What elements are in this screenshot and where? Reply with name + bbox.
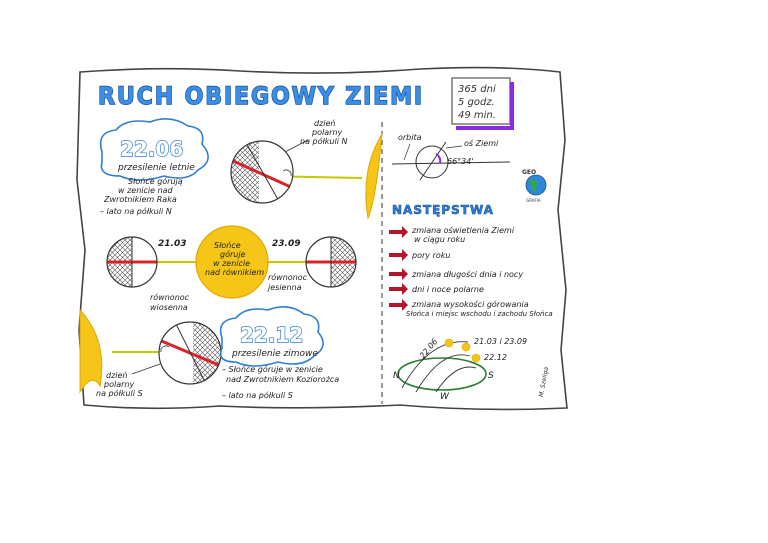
consequence-item: Słońca i miejsc wschodu i zachodu Słońca <box>406 310 553 318</box>
consequences-heading: NASTĘPSTWA <box>392 203 494 217</box>
summer-desc-1: Słońce górują <box>128 176 183 186</box>
period-hours: 5 godz. <box>458 97 495 108</box>
earth-winter <box>159 322 221 384</box>
summer-desc-3: Zwrotnikiem Raka <box>103 195 177 204</box>
winter-date: 22.12 <box>240 323 303 347</box>
equinox-section: 21.03 równonoc wiosenna Słońce góruje w … <box>106 225 357 312</box>
arrow-icon <box>389 268 408 280</box>
summer-desc-2: w zenicie nad <box>118 186 174 195</box>
polar-day-n-2: polarny <box>311 128 342 137</box>
horizon-south: S <box>488 371 494 381</box>
winter-solstice-section: 22.12 przesilenie zimowe – Słońce góruje… <box>79 306 339 400</box>
orbital-period-box: 365 dni 5 godz. 49 min. <box>451 77 514 130</box>
axis-angle: 66°34' <box>447 157 474 166</box>
arrow-icon <box>389 226 408 238</box>
consequence-item: pory roku <box>411 251 450 260</box>
sun-center <box>195 225 269 299</box>
earth-spring <box>107 237 157 287</box>
winter-date-cloud <box>219 306 324 367</box>
geo-logo-text: GEO <box>522 169 536 176</box>
page-title: RUCH OBIEGOWY ZIEMI <box>98 82 424 110</box>
polar-day-s-3: na półkuli S <box>96 388 143 398</box>
summer-date-cloud <box>99 118 209 181</box>
arrow-icon <box>389 299 408 311</box>
sun-icon <box>471 353 481 363</box>
winter-desc-2: nad Zwrotnikiem Koziorożca <box>226 375 339 384</box>
polar-day-s-2: polarny <box>103 380 134 389</box>
winter-name: przesilenie zimowe <box>231 349 318 359</box>
axis-tilt-diagram: orbita oś Ziemi 66°34' <box>391 133 511 181</box>
sun-text-4: nad równikiem <box>205 267 264 277</box>
horizon-date-equinox: 21.03 i 23.09 <box>474 337 527 346</box>
consequence-item: zmiana długości dnia i nocy <box>411 269 523 279</box>
axis-label: oś Ziemi <box>464 138 499 148</box>
autumn-label-2: jesienna <box>267 283 302 292</box>
summer-name: przesilenie letnie <box>117 163 195 173</box>
sun-winter-left <box>79 308 103 394</box>
period-minutes: 49 min. <box>458 110 496 121</box>
sun-text-3: w zenicie <box>213 259 250 268</box>
orbit-label: orbita <box>398 133 422 142</box>
consequence-item: w ciągu roku <box>414 235 465 244</box>
consequence-item: dni i noce polarne <box>412 285 484 294</box>
summer-desc-4: – lato na półkuli N <box>100 206 172 216</box>
polar-day-s-1: dzień <box>106 371 128 380</box>
sun-icon <box>444 338 454 348</box>
autumn-label-1: równonoc <box>268 272 308 282</box>
geo-logo: GEO GRAFIA <box>522 169 547 203</box>
polar-day-n-1: dzień <box>314 119 336 128</box>
arrow-icon <box>389 249 408 261</box>
arrow-icon <box>389 283 408 295</box>
winter-desc-1: – Słońce góruje w zenicie <box>222 364 323 374</box>
geo-logo-sub: GRAFIA <box>526 198 541 203</box>
spring-label-1: równonoc <box>150 292 190 302</box>
autumn-date: 23.09 <box>272 239 300 249</box>
spring-label-2: wiosenna <box>150 303 188 312</box>
sun-icon <box>461 342 471 352</box>
summer-date: 22.06 <box>120 137 183 161</box>
horizon-north: N <box>393 371 400 381</box>
spring-date: 21.03 <box>158 239 186 249</box>
winter-desc-3: – lato na półkuli S <box>222 390 293 400</box>
consequence-item: zmiana oświetlenia Ziemi <box>411 225 515 235</box>
horizon-west: W <box>440 392 450 402</box>
horizon-date-winter: 22.12 <box>484 353 507 362</box>
earth-autumn <box>306 237 356 287</box>
sun-text-1: Słońce <box>214 241 241 250</box>
period-days: 365 dni <box>458 84 496 95</box>
consequences-list: zmiana oświetlenia Ziemi w ciągu roku po… <box>389 225 553 318</box>
sun-summer-right <box>365 133 383 220</box>
polar-day-n-3: na półkuli N <box>300 136 347 146</box>
consequence-item: zmiana wysokości górowania <box>411 299 529 309</box>
sun-text-2: góruje <box>220 249 246 259</box>
